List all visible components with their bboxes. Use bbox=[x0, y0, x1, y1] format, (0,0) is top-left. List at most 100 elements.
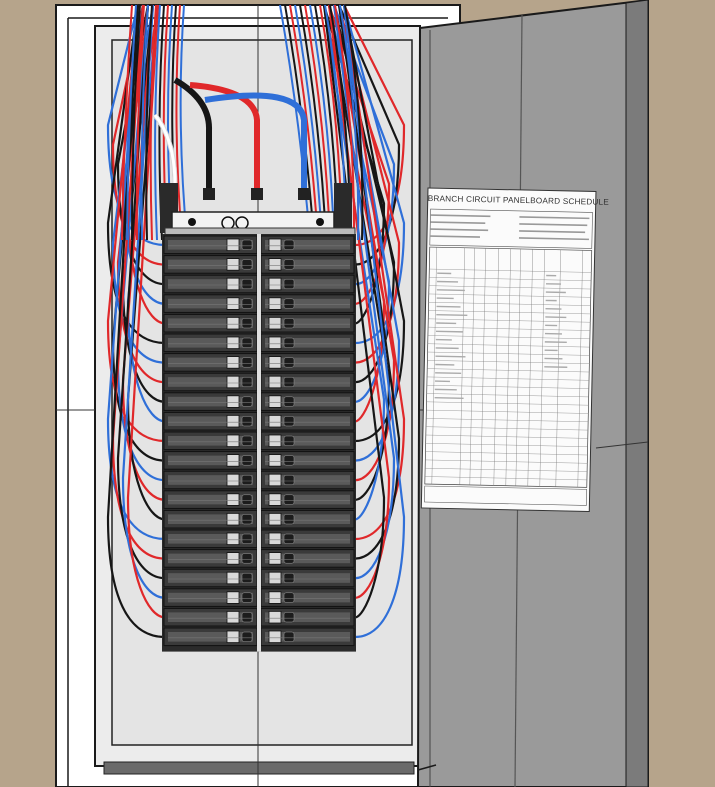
breaker-handle[interactable] bbox=[268, 571, 282, 585]
breaker-handle[interactable] bbox=[268, 238, 282, 252]
breaker-toggle[interactable] bbox=[241, 396, 253, 407]
breaker-handle[interactable] bbox=[268, 493, 282, 506]
breaker-toggle[interactable] bbox=[283, 592, 295, 603]
breaker-toggle[interactable] bbox=[241, 612, 253, 623]
breaker-face bbox=[265, 396, 350, 407]
breaker-toggle[interactable] bbox=[241, 435, 253, 446]
breaker-toggle[interactable] bbox=[241, 553, 253, 564]
breaker-handle[interactable] bbox=[268, 356, 282, 369]
breaker-toggle[interactable] bbox=[241, 514, 253, 525]
breaker-toggle[interactable] bbox=[241, 474, 253, 486]
breaker-handle[interactable] bbox=[226, 454, 240, 467]
breaker-toggle[interactable] bbox=[241, 494, 253, 505]
breaker-handle[interactable] bbox=[226, 375, 240, 389]
breaker-toggle[interactable] bbox=[283, 612, 295, 623]
breaker-toggle[interactable] bbox=[241, 318, 253, 329]
breaker-toggle[interactable] bbox=[241, 533, 253, 544]
breaker-handle[interactable] bbox=[268, 532, 282, 546]
breaker-toggle[interactable] bbox=[241, 416, 253, 427]
breaker-handle[interactable] bbox=[268, 591, 282, 604]
breaker-handle[interactable] bbox=[268, 552, 282, 565]
wire-bundle-left bbox=[126, 4, 137, 241]
breaker-toggle[interactable] bbox=[283, 298, 295, 309]
breaker-handle[interactable] bbox=[268, 473, 282, 487]
breaker-face bbox=[265, 494, 350, 505]
breaker-handle[interactable] bbox=[268, 630, 282, 644]
breaker-face bbox=[265, 475, 350, 485]
wire-bundle-left bbox=[140, 4, 149, 241]
breaker-handle[interactable] bbox=[226, 513, 240, 526]
breaker-handle[interactable] bbox=[268, 316, 282, 330]
breaker-handle[interactable] bbox=[226, 591, 240, 604]
breaker-handle[interactable] bbox=[226, 336, 240, 350]
breaker-handle[interactable] bbox=[226, 630, 240, 644]
breaker-toggle[interactable] bbox=[283, 474, 295, 486]
breaker-toggle[interactable] bbox=[283, 514, 295, 525]
breaker-handle[interactable] bbox=[226, 238, 240, 252]
schedule-col-line bbox=[469, 247, 475, 485]
breaker-handle[interactable] bbox=[226, 356, 240, 369]
schedule-col-line bbox=[493, 248, 499, 486]
breaker-handle[interactable] bbox=[226, 395, 240, 408]
breaker-toggle[interactable] bbox=[283, 239, 295, 250]
breaker-handle[interactable] bbox=[226, 297, 240, 310]
breaker-toggle[interactable] bbox=[283, 259, 295, 270]
breaker-handle[interactable] bbox=[226, 473, 240, 487]
breaker-toggle[interactable] bbox=[283, 572, 295, 584]
breaker-toggle[interactable] bbox=[241, 572, 253, 584]
breaker-face bbox=[168, 259, 253, 270]
breaker-toggle[interactable] bbox=[283, 533, 295, 544]
breaker-handle[interactable] bbox=[226, 316, 240, 330]
breaker-handle[interactable] bbox=[268, 375, 282, 389]
breaker-toggle[interactable] bbox=[283, 553, 295, 564]
breaker-handle[interactable] bbox=[226, 434, 240, 448]
breaker-toggle[interactable] bbox=[241, 455, 253, 466]
breaker-toggle[interactable] bbox=[241, 298, 253, 309]
breaker-handle[interactable] bbox=[268, 611, 282, 624]
breaker-toggle[interactable] bbox=[283, 494, 295, 505]
breaker-handle[interactable] bbox=[268, 414, 282, 428]
lug-screw bbox=[188, 218, 196, 226]
breaker-toggle[interactable] bbox=[283, 337, 295, 348]
branch-wire-right bbox=[322, 4, 386, 521]
breaker-handle[interactable] bbox=[268, 297, 282, 310]
breaker-toggle[interactable] bbox=[241, 592, 253, 603]
feeder-black-cable bbox=[173, 77, 213, 195]
breaker-handle[interactable] bbox=[226, 493, 240, 506]
breaker-toggle[interactable] bbox=[283, 435, 295, 446]
schedule-entry bbox=[435, 330, 464, 333]
breaker-toggle[interactable] bbox=[241, 337, 253, 348]
breaker-toggle[interactable] bbox=[241, 357, 253, 368]
breaker-handle[interactable] bbox=[226, 414, 240, 428]
breaker-handle[interactable] bbox=[268, 434, 282, 448]
main-lug-black bbox=[203, 188, 215, 200]
breaker-handle[interactable] bbox=[268, 277, 282, 291]
breaker-handle[interactable] bbox=[226, 532, 240, 546]
breaker-toggle[interactable] bbox=[241, 631, 253, 642]
breaker-toggle[interactable] bbox=[283, 278, 295, 290]
breaker-handle[interactable] bbox=[268, 395, 282, 408]
breaker-face bbox=[168, 318, 253, 328]
breaker-handle[interactable] bbox=[268, 513, 282, 526]
breaker-handle[interactable] bbox=[226, 571, 240, 585]
breaker-toggle[interactable] bbox=[283, 455, 295, 466]
breaker-toggle[interactable] bbox=[241, 239, 253, 250]
breaker-handle[interactable] bbox=[226, 552, 240, 565]
breaker-toggle[interactable] bbox=[283, 318, 295, 329]
breaker-handle[interactable] bbox=[226, 277, 240, 291]
breaker-toggle[interactable] bbox=[283, 357, 295, 368]
breaker-handle[interactable] bbox=[226, 611, 240, 624]
breaker-handle[interactable] bbox=[226, 258, 240, 271]
breaker-handle[interactable] bbox=[268, 454, 282, 467]
breaker-toggle[interactable] bbox=[241, 376, 253, 388]
breaker-handle[interactable] bbox=[268, 258, 282, 271]
breaker-toggle[interactable] bbox=[283, 376, 295, 388]
breaker-toggle[interactable] bbox=[283, 396, 295, 407]
breaker-toggle[interactable] bbox=[241, 278, 253, 290]
breaker-toggle[interactable] bbox=[283, 631, 295, 642]
breaker-face bbox=[168, 592, 253, 603]
breaker-handle[interactable] bbox=[268, 336, 282, 350]
breaker-toggle[interactable] bbox=[283, 416, 295, 427]
schedule-col-line bbox=[555, 249, 561, 487]
breaker-toggle[interactable] bbox=[241, 259, 253, 270]
